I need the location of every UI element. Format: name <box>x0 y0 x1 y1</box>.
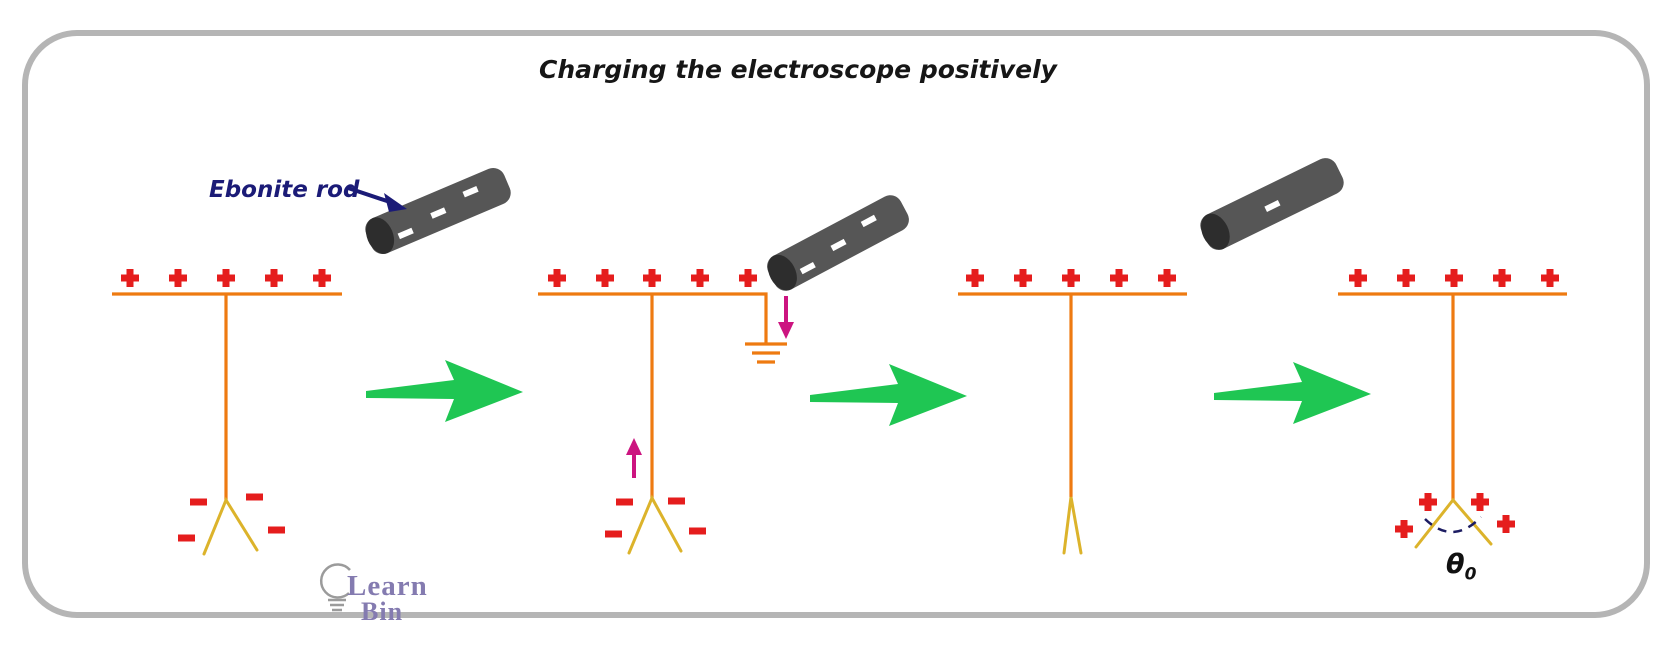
electroscope3-plate-and-stem <box>958 292 1187 497</box>
rod-negative-charges-icon <box>799 214 877 275</box>
step-arrow-2-icon <box>810 364 967 426</box>
electroscope2-plate-stem-and-earth-wire <box>538 292 768 498</box>
rod-end-cap <box>365 217 395 254</box>
electroscope3-plate-positive-charges-icon <box>966 269 1176 287</box>
electroscope4-plate-and-stem <box>1338 292 1567 500</box>
electroscope1-plate-and-stem <box>112 292 342 500</box>
rod-end-cap <box>1201 213 1230 250</box>
electroscope4-plate-positive-charges-icon <box>1349 269 1559 287</box>
rod-end-cap <box>767 254 797 291</box>
diagram-title: Charging the electroscope positively <box>539 55 1057 84</box>
label-pointer-arrow-icon <box>347 186 407 212</box>
ebonite-rod-stage3 <box>1200 158 1344 250</box>
electroscope1-gold-leaves <box>202 496 259 556</box>
ebonite-rod-label: Ebonite rod <box>209 177 360 203</box>
electron-flow-up-arrow-icon <box>626 438 642 478</box>
electron-flow-down-arrow-icon <box>778 296 794 339</box>
theta-symbol: θ <box>1446 549 1465 580</box>
electroscope3-gold-leaves-collapsed <box>1062 496 1083 555</box>
lightbulb-logo-icon <box>319 563 351 612</box>
electroscope2-gold-leaves <box>627 494 683 555</box>
electroscope4-leaf-positive-charges-icon <box>1395 493 1515 538</box>
electroscope1-leaf-negative-charges-icon <box>178 493 285 542</box>
electroscope2-leaf-negative-charges-icon <box>605 497 706 538</box>
electroscope1-plate-positive-charges-icon <box>121 269 331 287</box>
step-arrow-1-icon <box>366 360 523 422</box>
rounded-frame-border <box>22 30 1650 618</box>
step-arrow-3-icon <box>1214 362 1371 424</box>
logo-text-bin: Bin <box>361 597 404 626</box>
ebonite-rod-stage1 <box>365 167 511 255</box>
logo-text-learn: Learn <box>347 570 428 602</box>
rod-negative-charge-icon <box>1264 200 1281 213</box>
electroscope4-gold-leaves <box>1414 497 1493 549</box>
ebonite-rod-stage2 <box>767 195 909 291</box>
electroscope2-plate-positive-charges-icon <box>548 269 757 287</box>
leaf-angle-dashed-arc-icon <box>1424 516 1482 534</box>
theta-subscript: 0 <box>1464 564 1477 585</box>
rod-negative-charges-icon <box>397 186 479 240</box>
leaf-angle-label: θ0 <box>1446 549 1476 584</box>
earth-ground-icon <box>745 342 787 364</box>
